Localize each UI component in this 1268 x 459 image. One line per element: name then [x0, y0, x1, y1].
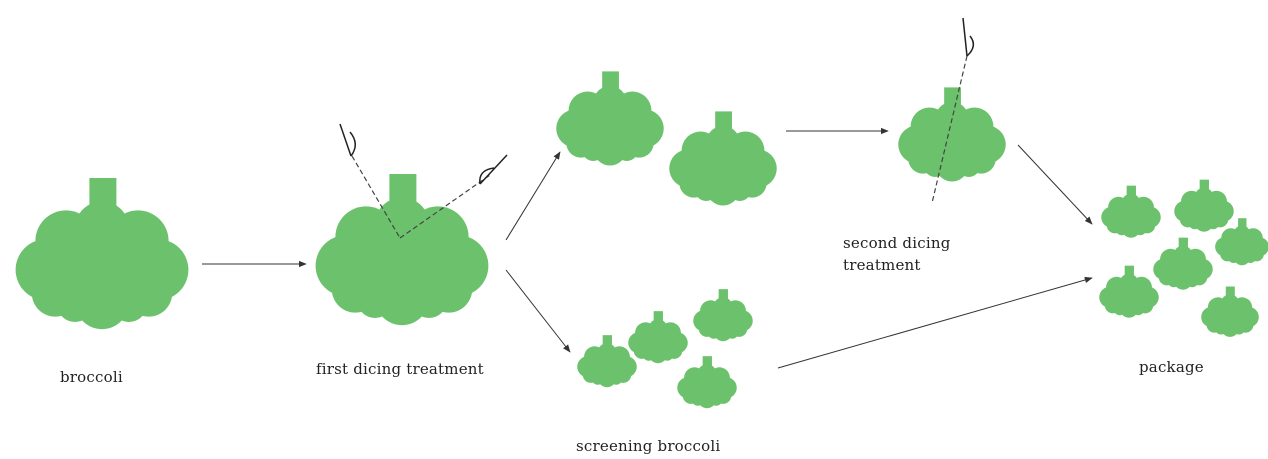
- label-broccoli: broccoli: [60, 368, 123, 387]
- broccoli-icon: [1201, 287, 1259, 337]
- broccoli-icon: [693, 289, 753, 341]
- arrow-second-dicing-to-package: [1018, 145, 1092, 224]
- knife-icon: [340, 124, 355, 156]
- label-second-dicing-line1: second dicing: [843, 234, 951, 253]
- broccoli-icon: [677, 356, 737, 408]
- arrow-first-dicing-to-screening: [506, 270, 570, 352]
- broccoli-icon: [628, 311, 688, 363]
- knife-icon: [963, 18, 973, 56]
- broccoli-icon: [1101, 186, 1161, 238]
- label-screening: screening broccoli: [576, 437, 720, 456]
- broccoli-icon: [316, 174, 489, 325]
- label-second-dicing-line2: treatment: [843, 256, 921, 275]
- broccoli-icon: [1153, 238, 1213, 290]
- broccoli-icon: [898, 87, 1006, 181]
- broccoli-icon: [16, 178, 189, 329]
- arrow-first-dicing-to-halves: [506, 152, 560, 240]
- arrow-screening-to-package: [778, 278, 1092, 368]
- broccoli-icon: [577, 335, 637, 387]
- knife-icon: [480, 155, 507, 184]
- label-package: package: [1139, 358, 1204, 377]
- broccoli-icon: [1174, 180, 1234, 232]
- broccoli-icon: [556, 71, 664, 165]
- label-first-dicing: first dicing treatment: [316, 360, 484, 379]
- broccoli-icon: [1099, 266, 1159, 318]
- broccoli-icon: [669, 111, 777, 205]
